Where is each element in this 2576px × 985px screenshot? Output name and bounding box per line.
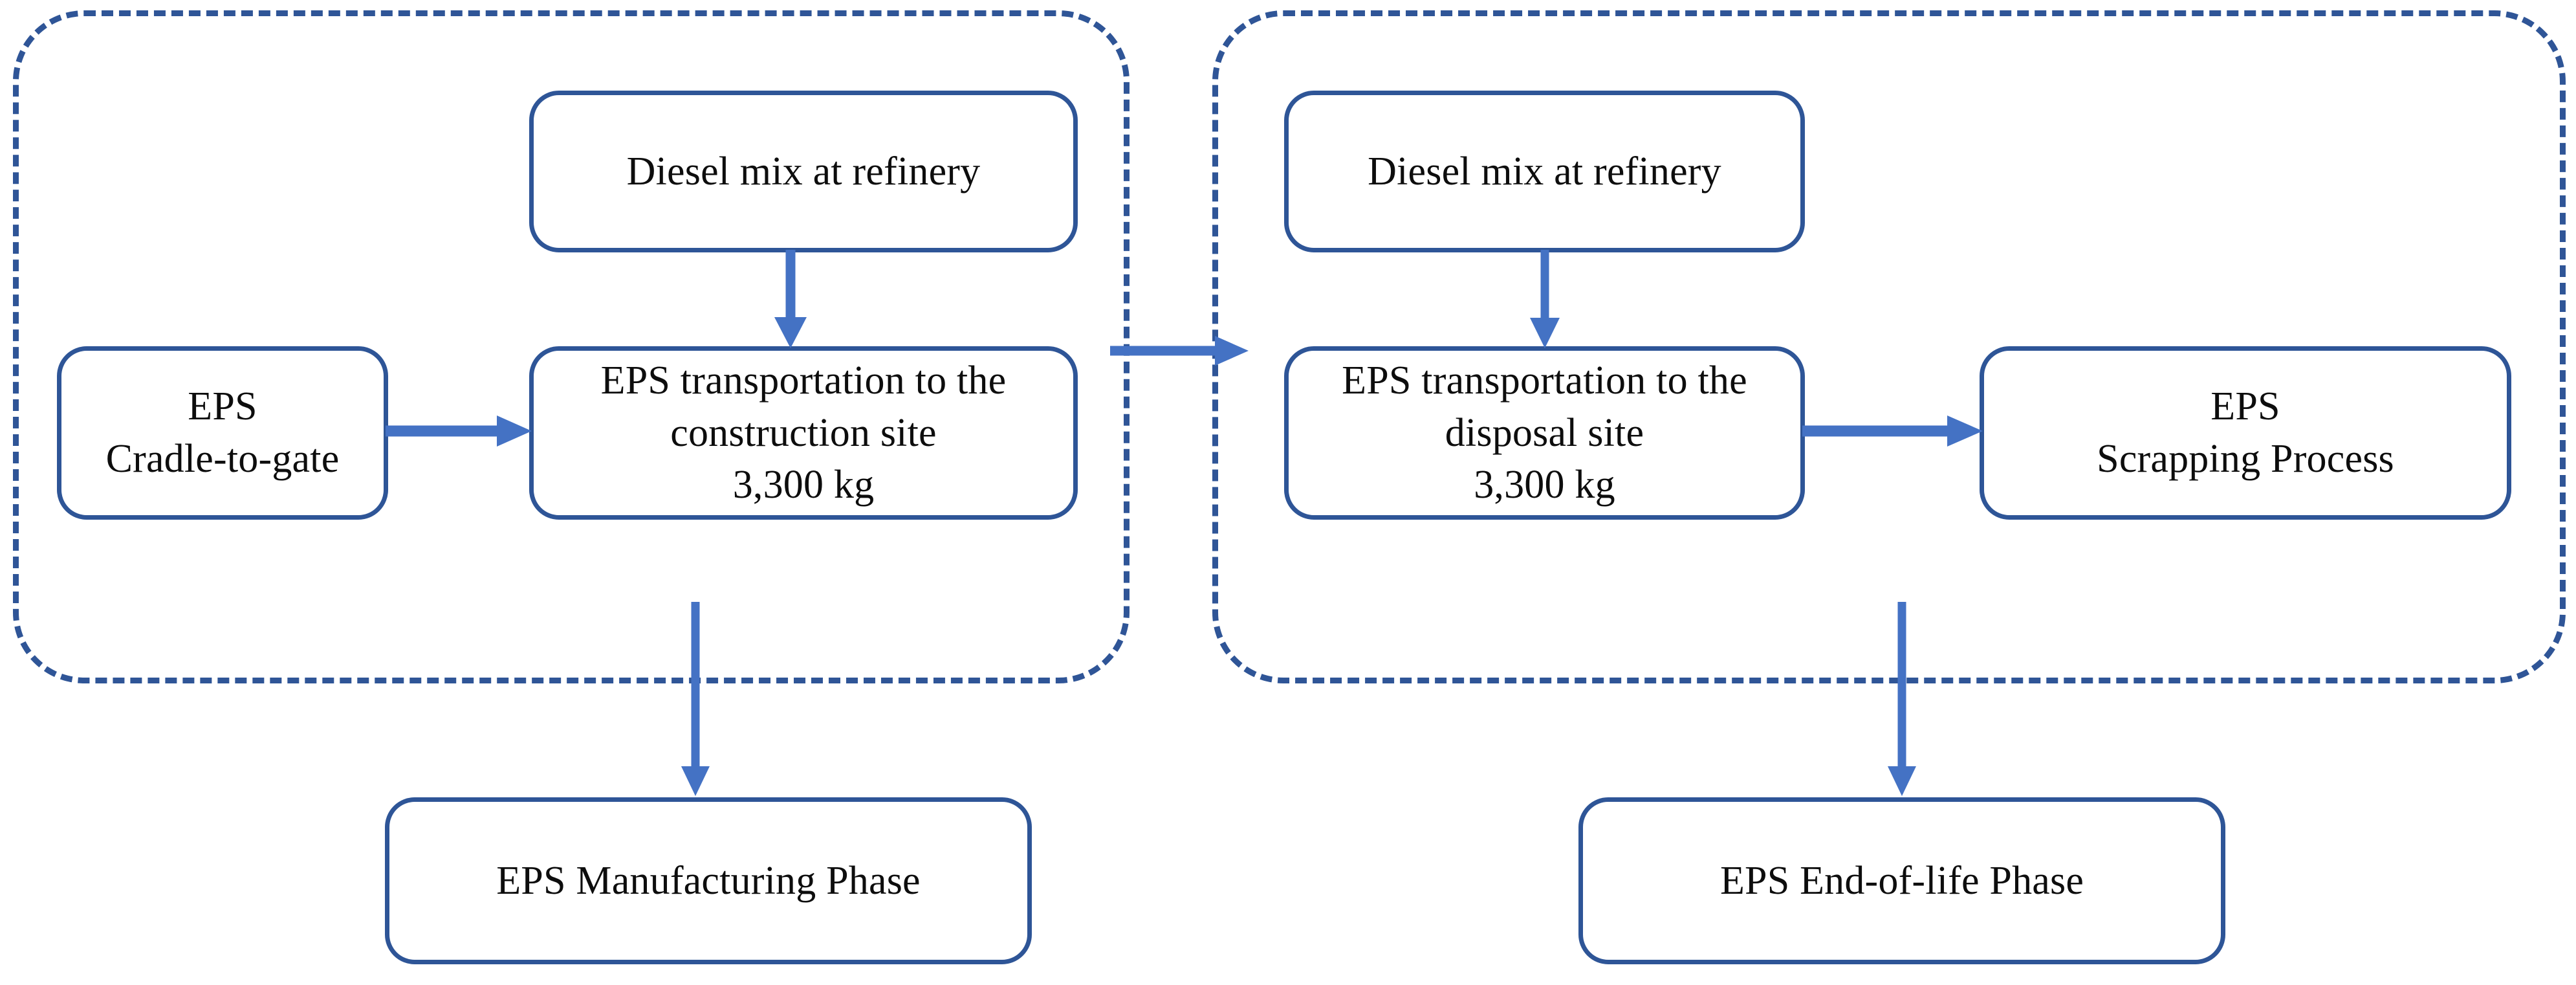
node-eps-cradle-to-gate-line1: EPS	[188, 384, 257, 429]
node-diesel-mix-left[interactable]: Diesel mix at refinery	[529, 91, 1078, 252]
node-eps-transport-construction-line2: construction site	[670, 410, 937, 455]
node-eps-transport-disposal-line1: EPS transportation to the	[1342, 359, 1747, 403]
arrow-scrapping-to-end-of-life-phase	[1883, 602, 1921, 801]
node-eps-transport-disposal-line3: 3,300 kg	[1474, 463, 1615, 507]
node-diesel-mix-right-label: Diesel mix at refinery	[1368, 149, 1721, 194]
node-eps-transport-construction-line3: 3,300 kg	[732, 463, 875, 507]
node-diesel-mix-left-label: Diesel mix at refinery	[626, 149, 981, 194]
node-eps-scrapping-process[interactable]: EPS Scrapping Process	[1980, 346, 2511, 520]
arrow-diesel-left-to-transport	[771, 250, 810, 353]
arrow-cradle-to-transport	[386, 412, 536, 450]
node-eps-cradle-to-gate[interactable]: EPS Cradle-to-gate	[57, 346, 388, 520]
node-diesel-mix-right[interactable]: Diesel mix at refinery	[1284, 91, 1805, 252]
arrow-transport-to-manufacturing-phase	[676, 602, 715, 801]
node-eps-end-of-life-phase[interactable]: EPS End-of-life Phase	[1578, 797, 2225, 964]
node-eps-transport-disposal[interactable]: EPS transportation to the disposal site …	[1284, 346, 1805, 520]
node-eps-manufacturing-phase-label: EPS Manufacturing Phase	[496, 858, 921, 903]
node-eps-scrapping-process-line2: Scrapping Process	[2097, 437, 2394, 481]
node-eps-transport-disposal-line2: disposal site	[1445, 410, 1644, 455]
node-eps-end-of-life-phase-label: EPS End-of-life Phase	[1719, 858, 2084, 903]
node-eps-scrapping-process-line1: EPS	[2210, 384, 2280, 429]
node-eps-transport-construction-line1: EPS transportation to the	[600, 359, 1007, 403]
node-eps-manufacturing-phase[interactable]: EPS Manufacturing Phase	[385, 797, 1032, 964]
node-eps-cradle-to-gate-line2: Cradle-to-gate	[105, 437, 340, 481]
arrow-diesel-right-to-transport	[1525, 250, 1564, 353]
node-eps-transport-construction[interactable]: EPS transportation to the construction s…	[529, 346, 1078, 520]
arrow-transport-to-scrapping	[1802, 412, 1987, 450]
arrow-manufacturing-to-end-of-life	[1110, 331, 1252, 370]
